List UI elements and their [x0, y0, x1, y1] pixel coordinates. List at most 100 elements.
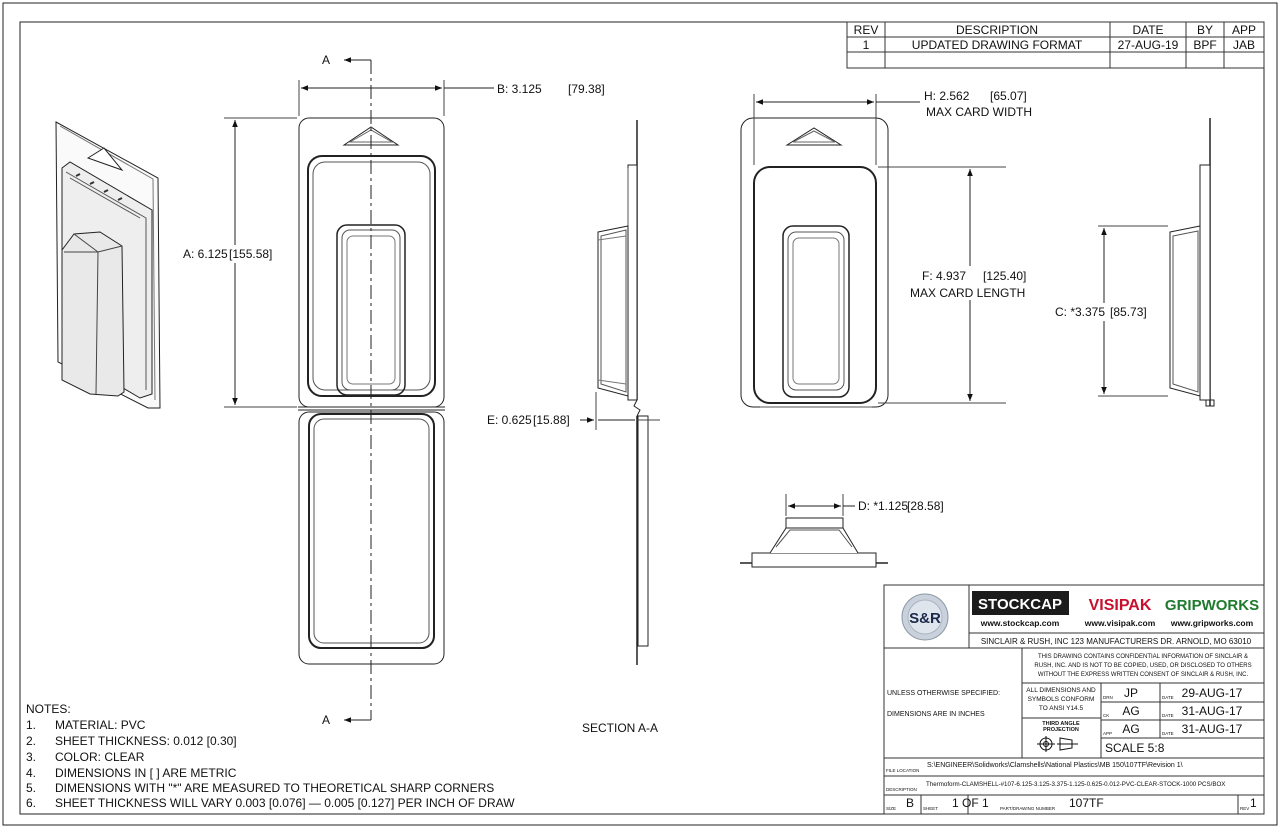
note-6-text: SHEET THICKNESS WILL VARY 0.003 [0.076] … [55, 796, 515, 810]
date-header: DATE [1132, 23, 1163, 37]
front-view [298, 57, 445, 723]
rev-cell: 1 [863, 38, 870, 52]
rev-tag: REV [1240, 806, 1249, 811]
approved-by: AG [1122, 722, 1139, 736]
app-header: APP [1232, 23, 1256, 37]
dimension-d-label: D: *1.125 [858, 499, 908, 513]
drawn-date: 29-AUG-17 [1182, 686, 1243, 700]
part-number: 107TF [1069, 796, 1104, 810]
symbols-conform-3: TO ANSI Y14.5 [1039, 705, 1084, 712]
dimension-b-label: B: 3.125 [497, 82, 542, 96]
scale: SCALE 5:8 [1105, 741, 1165, 755]
dimension-h-caption: MAX CARD WIDTH [926, 105, 1032, 119]
note-2-number: 2. [26, 734, 36, 748]
description: Thermoform-CLAMSHELL-#107-6.125-3.125-3.… [926, 781, 1225, 788]
description-tag: DESCRIPTION [886, 787, 917, 792]
by-cell: BPF [1193, 38, 1216, 52]
confidential-line-3: WITHOUT THE EXPRESS WRITTEN CONSENT OF S… [1038, 672, 1249, 678]
sr-logo-text: S&R [909, 610, 941, 627]
note-5-number: 5. [26, 781, 36, 795]
note-3-text: COLOR: CLEAR [55, 750, 145, 764]
date-cell: 27-AUG-19 [1118, 38, 1179, 52]
note-2-text: SHEET THICKNESS: 0.012 [0.30] [55, 734, 237, 748]
note-4-number: 4. [26, 766, 36, 780]
section-marker-bottom: A [322, 713, 330, 727]
part-number-tag: PART/DRAWING NUMBER [1000, 806, 1056, 811]
note-4-text: DIMENSIONS IN [ ] ARE METRIC [55, 766, 237, 780]
size: B [906, 796, 914, 810]
note-5-text: DIMENSIONS WITH "*" ARE MEASURED TO THEO… [55, 781, 494, 795]
file-location: S:\ENGINEER\Solidworks\Clamshells\Nation… [927, 762, 1183, 769]
unless-specified: UNLESS OTHERWISE SPECIFIED: [887, 690, 1000, 697]
note-1-text: MATERIAL: PVC [55, 718, 146, 732]
visipak-logo-text: VISIPAK [1089, 597, 1152, 614]
inner-border [19, 21, 1265, 815]
file-location-tag: FILE LOCATION [886, 768, 919, 773]
company-address: SINCLAIR & RUSH, INC 123 MANUFACTURERS D… [981, 637, 1252, 646]
sheet-tag: SHEET [923, 806, 938, 811]
drawn-date-tag: DATE [1162, 695, 1174, 700]
approved-tag: APP [1103, 731, 1112, 736]
revision-table: REV DESCRIPTION DATE BY APP 1 UPDATED DR… [846, 21, 1265, 69]
dimension-e-metric: [15.88] [533, 413, 570, 427]
dimension-h: H: 2.562 [65.07] MAX CARD WIDTH [753, 89, 1032, 165]
side-view [1098, 118, 1215, 407]
symbols-conform-1: ALL DIMENSIONS AND [1026, 687, 1096, 694]
stockcap-website: www.stockcap.com [980, 618, 1060, 628]
dimension-h-metric: [65.07] [990, 89, 1027, 103]
confidential-line-1: THIS DRAWING CONTAINS CONFIDENTIAL INFOR… [1038, 654, 1248, 660]
dimension-a-label: A: 6.125 [183, 247, 228, 261]
dimension-c-label: C: *3.375 [1055, 305, 1105, 319]
dimension-a-metric: [155.58] [229, 247, 272, 261]
dimension-b-metric: [79.38] [568, 82, 605, 96]
app-cell: JAB [1233, 38, 1255, 52]
card-view [740, 117, 889, 408]
notes: NOTES: 1. MATERIAL: PVC 2. SHEET THICKNE… [26, 702, 515, 810]
end-view [740, 494, 888, 568]
confidential-line-2: RUSH, INC. AND IS NOT TO BE COPIED, USED… [1034, 663, 1251, 669]
sheet: 1 OF 1 [952, 796, 989, 810]
dimension-f-label: F: 4.937 [922, 269, 966, 283]
gripworks-logo-text: GRIPWORKS [1165, 597, 1259, 614]
stockcap-logo-text: STOCKCAP [978, 596, 1062, 613]
dimension-h-label: H: 2.562 [924, 89, 970, 103]
title-block: S&R STOCKCAP VISIPAK GRIPWORKS www.stock… [883, 584, 1265, 815]
by-header: BY [1197, 23, 1213, 37]
notes-heading: NOTES: [26, 702, 71, 716]
note-1-number: 1. [26, 718, 36, 732]
third-angle-line-2: PROJECTION [1043, 727, 1079, 733]
approved-date: 31-AUG-17 [1182, 722, 1243, 736]
drawn-by: JP [1124, 686, 1138, 700]
size-tag: SIZE [886, 806, 896, 811]
dimension-d-metric: [28.58] [907, 499, 944, 513]
rev: 1 [1250, 796, 1257, 810]
dimension-f-caption: MAX CARD LENGTH [910, 286, 1025, 300]
rev-header: REV [854, 23, 879, 37]
symbols-conform-2: SYMBOLS CONFORM [1028, 696, 1095, 703]
checked-by: AG [1122, 704, 1139, 718]
dimension-a: A: 6.125 [155.58] [180, 117, 297, 408]
dimension-f: F: 4.937 [125.40] MAX CARD LENGTH [878, 166, 1036, 404]
dimensions-in-inches: DIMENSIONS ARE IN INCHES [887, 711, 985, 718]
description-cell: UPDATED DRAWING FORMAT [912, 38, 1083, 52]
checked-date: 31-AUG-17 [1182, 704, 1243, 718]
checked-tag: CK [1103, 713, 1109, 718]
dimension-f-metric: [125.40] [983, 269, 1026, 283]
dimension-e-label: E: 0.625 [487, 413, 532, 427]
section-title: SECTION A-A [582, 721, 658, 735]
drawn-tag: DRN [1103, 695, 1113, 700]
approved-date-tag: DATE [1162, 731, 1174, 736]
dimension-c-bg [1052, 303, 1148, 321]
dimension-b: B: 3.125 [79.38] [298, 80, 605, 116]
dimension-c-metric: [85.73] [1110, 305, 1147, 319]
stockcap-logo [972, 591, 1069, 615]
note-3-number: 3. [26, 750, 36, 764]
note-6-number: 6. [26, 796, 36, 810]
section-a-a-view [580, 120, 660, 665]
isometric-view [55, 121, 161, 409]
checked-date-tag: DATE [1162, 713, 1174, 718]
description-header: DESCRIPTION [956, 23, 1038, 37]
visipak-website: www.visipak.com [1084, 618, 1156, 628]
